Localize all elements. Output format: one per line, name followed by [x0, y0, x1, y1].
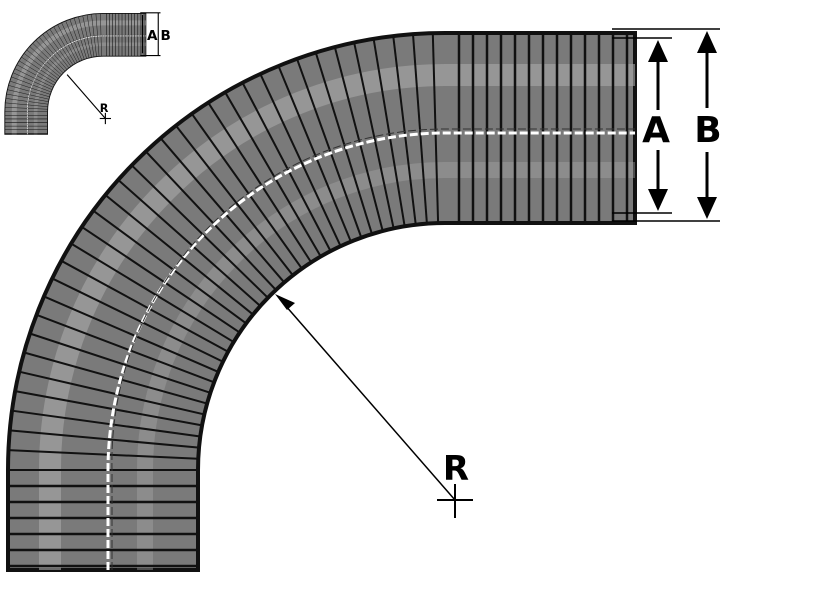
dimension-b: [612, 28, 720, 222]
label-a: A: [642, 110, 670, 151]
radius-indicator: [275, 294, 473, 518]
label-b: B: [694, 110, 721, 151]
thumbnail-label-a: A: [147, 28, 158, 44]
label-r: R: [443, 449, 469, 489]
dimension-a: [612, 37, 672, 214]
thumbnail-diagram: A B R: [5, 13, 171, 135]
thumbnail-label-r: R: [100, 102, 109, 115]
thumbnail-label-b: B: [161, 28, 171, 44]
